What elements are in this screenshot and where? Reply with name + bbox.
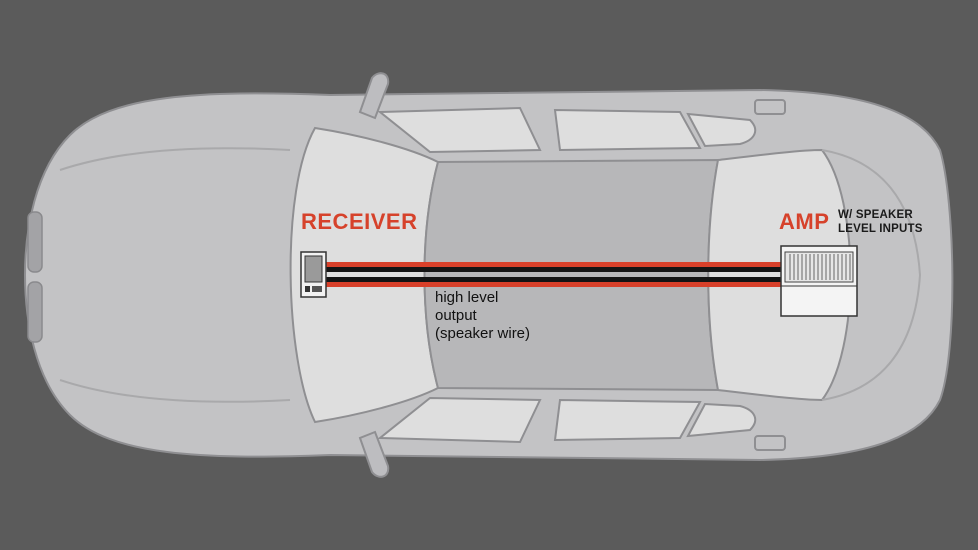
amp-label: AMP bbox=[779, 209, 830, 234]
roof bbox=[423, 158, 720, 392]
mirror-top bbox=[358, 72, 390, 120]
side-window-bottom-quarter bbox=[686, 402, 757, 438]
amp-sublabel: W/ SPEAKER LEVEL INPUTS bbox=[838, 208, 923, 236]
mirror-bottom bbox=[358, 430, 390, 478]
rear-marker-top bbox=[754, 99, 786, 115]
wire-caption-line2: output bbox=[435, 307, 477, 324]
wire-black-top bbox=[324, 267, 782, 272]
side-window-bottom-front bbox=[377, 396, 542, 444]
hood-line-top bbox=[59, 147, 291, 171]
hood-line-bottom bbox=[59, 379, 291, 403]
wire-caption-line3: (speaker wire) bbox=[435, 325, 531, 342]
head-unit-icon bbox=[300, 251, 327, 298]
side-window-top-quarter bbox=[686, 112, 757, 148]
wire-red-bottom bbox=[324, 282, 782, 287]
grille-lower bbox=[27, 281, 43, 343]
amp-sublabel-line1: W/ SPEAKER bbox=[838, 209, 913, 221]
amp-sublabel-line2: LEVEL INPUTS bbox=[838, 223, 923, 235]
wire-red-top bbox=[324, 262, 782, 267]
side-window-top-rear bbox=[553, 108, 702, 152]
wire-caption: high level output (speaker wire) bbox=[435, 289, 530, 343]
receiver-label: RECEIVER bbox=[301, 209, 418, 234]
amplifier-icon bbox=[780, 245, 858, 317]
side-window-bottom-rear bbox=[553, 398, 702, 442]
rear-marker-bottom bbox=[754, 435, 786, 451]
trunk-line bbox=[821, 149, 922, 401]
wire-caption-line1: high level bbox=[435, 289, 499, 306]
side-window-top-front bbox=[377, 106, 542, 154]
grille-upper bbox=[27, 211, 43, 273]
wire-black-bottom bbox=[324, 277, 782, 282]
